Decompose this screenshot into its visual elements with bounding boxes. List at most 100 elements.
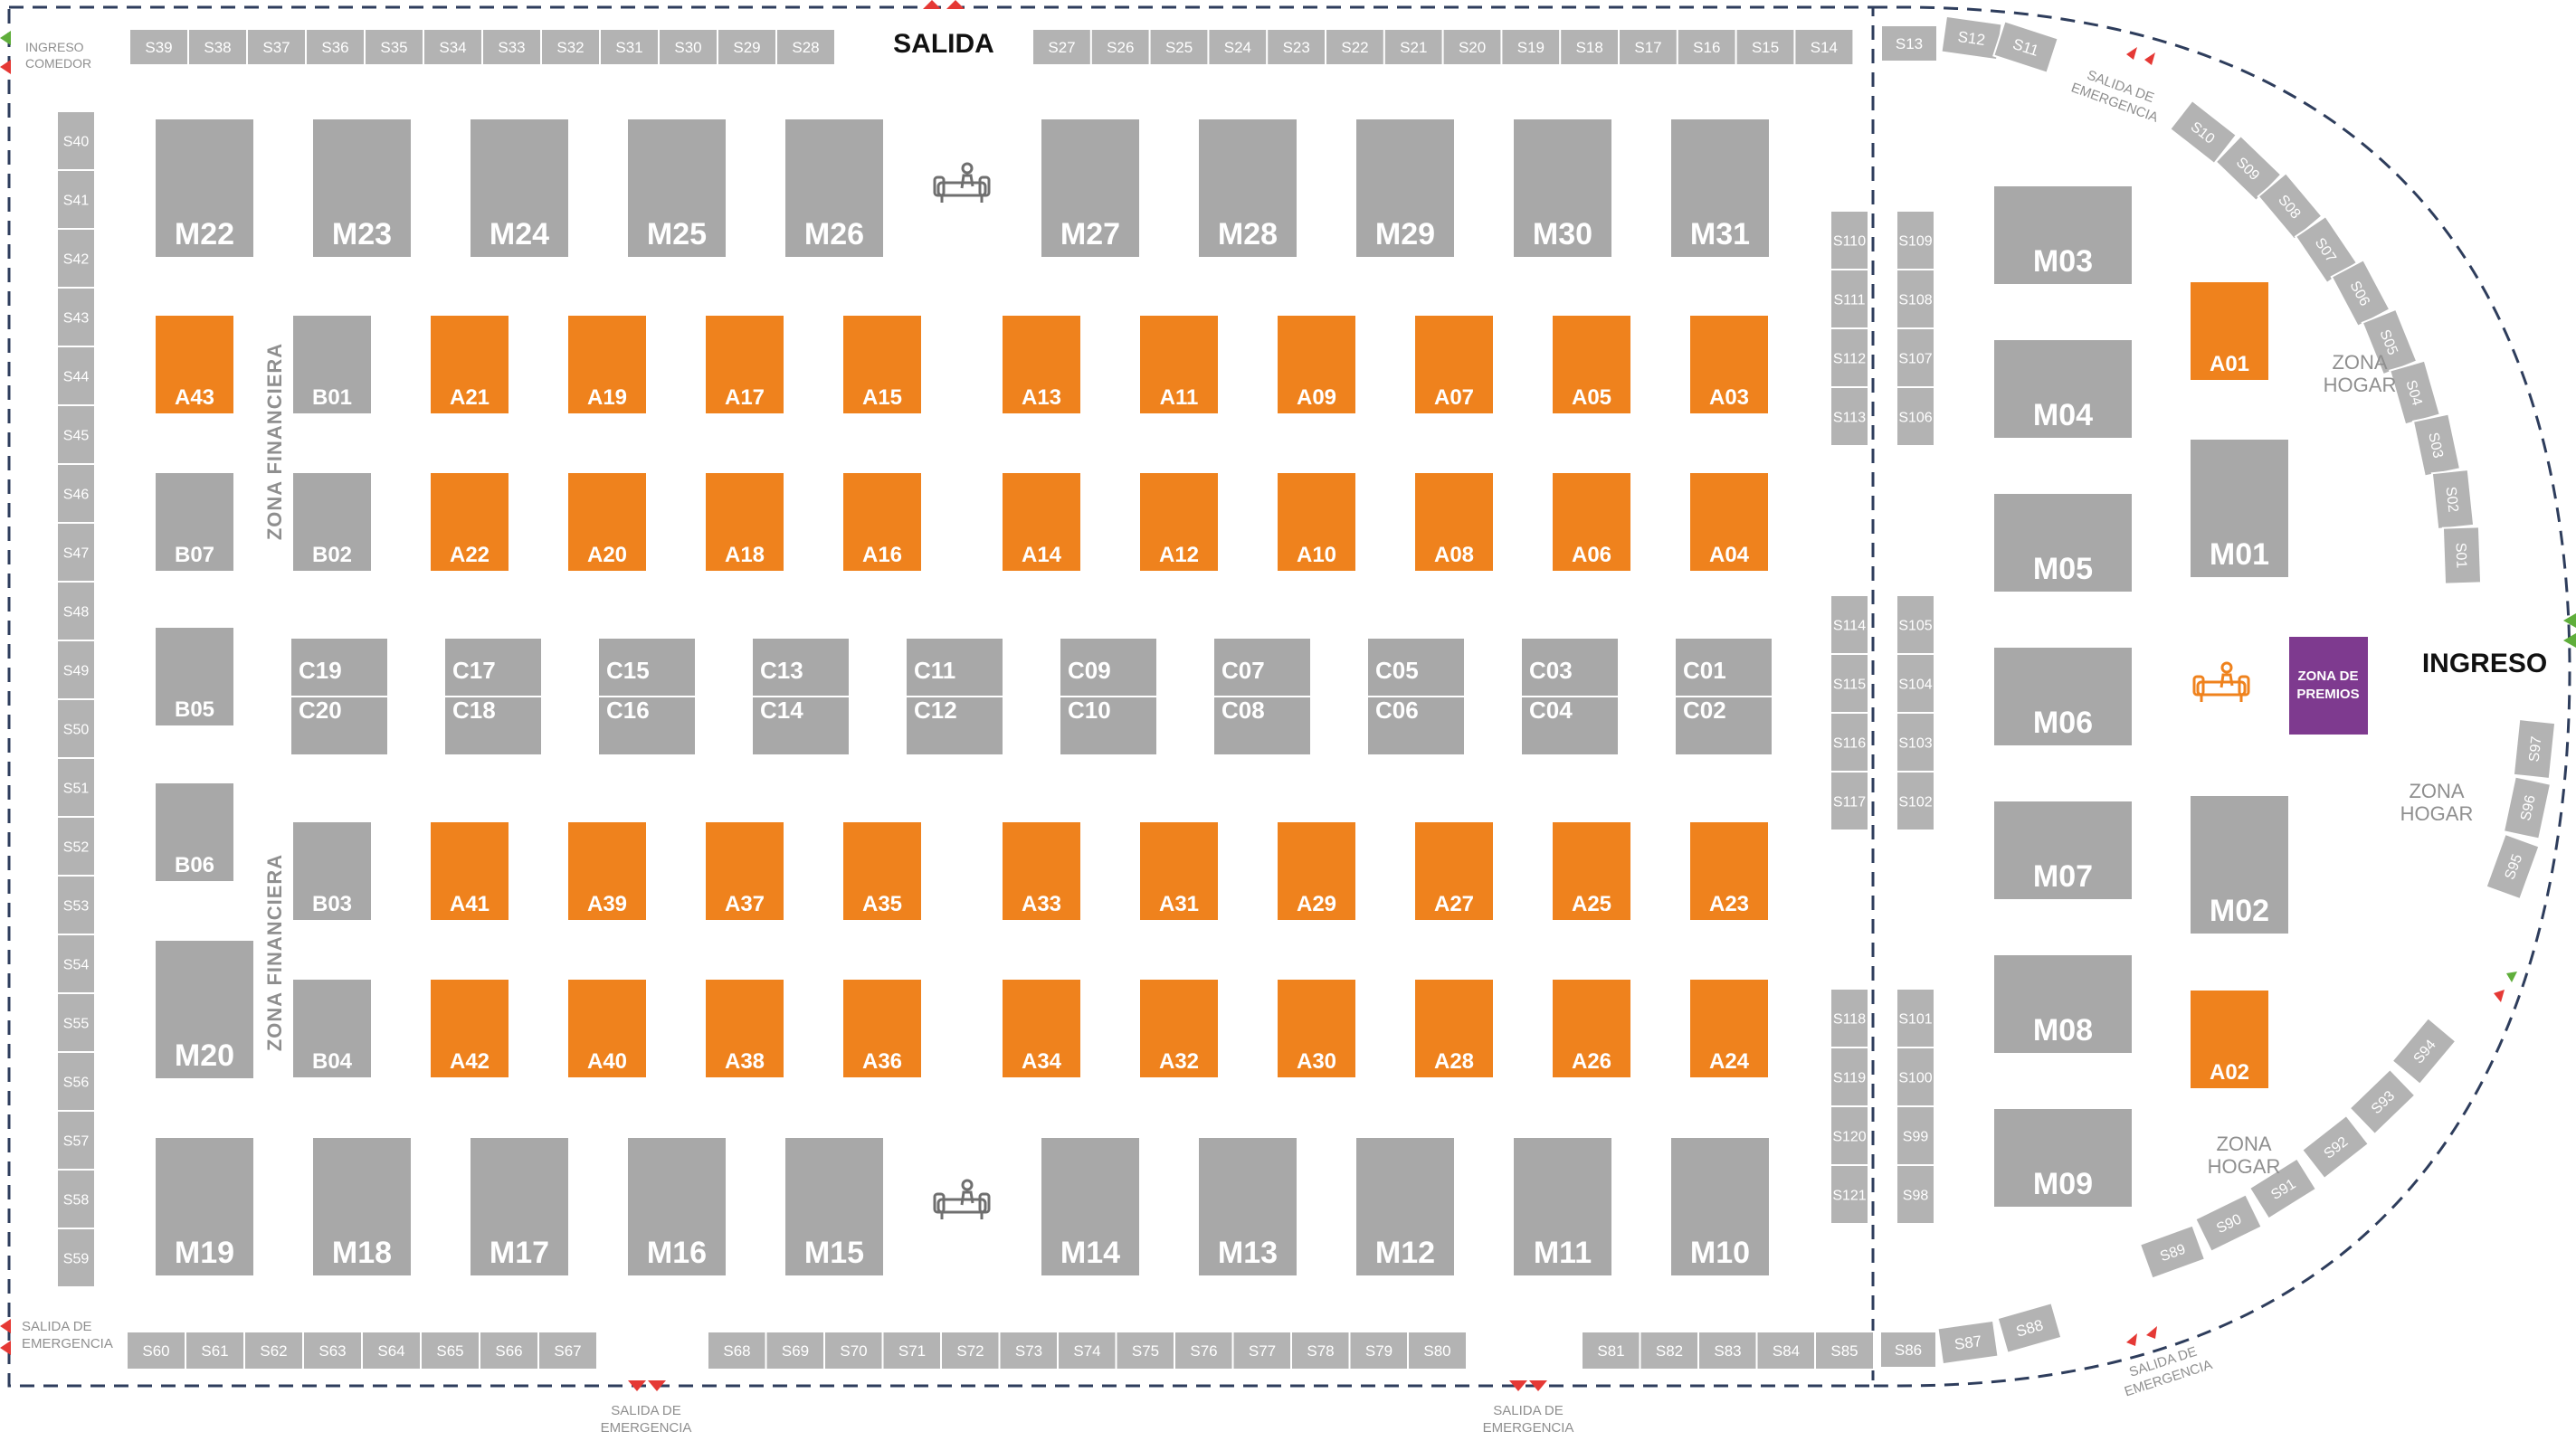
booth-a38[interactable] <box>706 980 784 1077</box>
stand-s35[interactable] <box>364 28 424 66</box>
booth-a23[interactable] <box>1690 822 1768 920</box>
stand-s11[interactable] <box>1992 20 2059 74</box>
stand-s67[interactable] <box>537 1331 598 1370</box>
booth-m25[interactable] <box>628 119 726 257</box>
stand-s74[interactable] <box>1057 1331 1117 1370</box>
stand-s30[interactable] <box>658 28 718 66</box>
stand-s60[interactable] <box>126 1331 186 1370</box>
booth-a01[interactable] <box>2191 282 2268 380</box>
booth-a15[interactable] <box>843 316 921 413</box>
stand-s89[interactable] <box>2138 1224 2207 1280</box>
stand-s92[interactable] <box>2300 1114 2371 1180</box>
stand-s110[interactable] <box>1830 210 1869 270</box>
stand-s37[interactable] <box>246 28 307 66</box>
stand-s94[interactable] <box>2391 1016 2457 1086</box>
booth-a24[interactable] <box>1690 980 1768 1077</box>
stand-s83[interactable] <box>1697 1331 1758 1370</box>
booth-a42[interactable] <box>431 980 509 1077</box>
stand-s62[interactable] <box>243 1331 304 1370</box>
stand-s55[interactable] <box>56 992 96 1053</box>
stand-s41[interactable] <box>56 169 96 230</box>
booth-a30[interactable] <box>1278 980 1355 1077</box>
stand-s66[interactable] <box>479 1331 539 1370</box>
stand-s51[interactable] <box>56 757 96 818</box>
stand-s64[interactable] <box>361 1331 422 1370</box>
stand-s15[interactable] <box>1735 28 1796 66</box>
booth-a34[interactable] <box>1003 980 1080 1077</box>
stand-s34[interactable] <box>423 28 483 66</box>
stand-s54[interactable] <box>56 934 96 994</box>
booth-a04[interactable] <box>1690 473 1768 571</box>
stand-s75[interactable] <box>1115 1331 1176 1370</box>
stand-s84[interactable] <box>1755 1331 1817 1370</box>
booth-m18[interactable] <box>313 1138 411 1275</box>
stand-s103[interactable] <box>1896 712 1935 773</box>
booth-b05[interactable] <box>156 628 233 725</box>
booth-m10[interactable] <box>1671 1138 1769 1275</box>
stand-s102[interactable] <box>1896 771 1935 831</box>
booth-b03[interactable] <box>293 822 371 920</box>
booth-a06[interactable] <box>1553 473 1630 571</box>
booth-m26[interactable] <box>785 119 883 257</box>
booth-b07[interactable] <box>156 473 233 571</box>
booth-m11[interactable] <box>1514 1138 1611 1275</box>
booth-m14[interactable] <box>1041 1138 1139 1275</box>
booth-a08[interactable] <box>1415 473 1493 571</box>
booth-b02[interactable] <box>293 473 371 571</box>
stand-s24[interactable] <box>1207 28 1269 66</box>
booth-a09[interactable] <box>1278 316 1355 413</box>
booth-a40[interactable] <box>568 980 646 1077</box>
stand-s16[interactable] <box>1676 28 1737 66</box>
booth-a37[interactable] <box>706 822 784 920</box>
booth-m30[interactable] <box>1514 119 1611 257</box>
booth-a21[interactable] <box>431 316 509 413</box>
booth-m01[interactable] <box>2191 440 2288 577</box>
booth-a02[interactable] <box>2191 991 2268 1088</box>
stand-s82[interactable] <box>1639 1331 1700 1370</box>
booth-m09[interactable] <box>1994 1109 2132 1207</box>
stand-s119[interactable] <box>1830 1047 1869 1107</box>
booth-m12[interactable] <box>1356 1138 1454 1275</box>
stand-s42[interactable] <box>56 228 96 289</box>
booth-a12[interactable] <box>1140 473 1218 571</box>
booth-m13[interactable] <box>1199 1138 1297 1275</box>
stand-s22[interactable] <box>1325 28 1385 66</box>
stand-s44[interactable] <box>56 346 96 406</box>
stand-s104[interactable] <box>1896 653 1935 714</box>
stand-s27[interactable] <box>1031 28 1092 66</box>
stand-s88[interactable] <box>1996 1301 2063 1355</box>
booth-m04[interactable] <box>1994 340 2132 438</box>
stand-s23[interactable] <box>1266 28 1327 66</box>
booth-m20[interactable] <box>156 941 253 1078</box>
stand-s98[interactable] <box>1896 1164 1935 1225</box>
booth-m15[interactable] <box>785 1138 883 1275</box>
booth-m28[interactable] <box>1199 119 1297 257</box>
stand-s95[interactable] <box>2485 832 2541 901</box>
booth-a25[interactable] <box>1553 822 1630 920</box>
booth-m03[interactable] <box>1994 186 2132 284</box>
stand-s86[interactable] <box>1879 1331 1937 1369</box>
stand-s93[interactable] <box>2348 1067 2417 1136</box>
stand-s116[interactable] <box>1830 712 1869 773</box>
booth-a28[interactable] <box>1415 980 1493 1077</box>
booth-m31[interactable] <box>1671 119 1769 257</box>
booth-a27[interactable] <box>1415 822 1493 920</box>
stand-s87[interactable] <box>1936 1319 2000 1366</box>
booth-m22[interactable] <box>156 119 253 257</box>
stand-s96[interactable] <box>2502 775 2552 840</box>
stand-s97[interactable] <box>2512 717 2557 781</box>
booth-a13[interactable] <box>1003 316 1080 413</box>
booth-a03[interactable] <box>1690 316 1768 413</box>
stand-s85[interactable] <box>1814 1331 1875 1370</box>
stand-s48[interactable] <box>56 581 96 641</box>
stand-s111[interactable] <box>1830 269 1869 329</box>
stand-s121[interactable] <box>1830 1164 1869 1225</box>
zona-premios-box[interactable] <box>2289 637 2368 735</box>
booth-a18[interactable] <box>706 473 784 571</box>
booth-m17[interactable] <box>471 1138 568 1275</box>
stand-s91[interactable] <box>2248 1157 2318 1220</box>
booth-a07[interactable] <box>1415 316 1493 413</box>
stand-s73[interactable] <box>998 1331 1060 1370</box>
stand-s80[interactable] <box>1407 1331 1468 1370</box>
stand-s61[interactable] <box>185 1331 245 1370</box>
